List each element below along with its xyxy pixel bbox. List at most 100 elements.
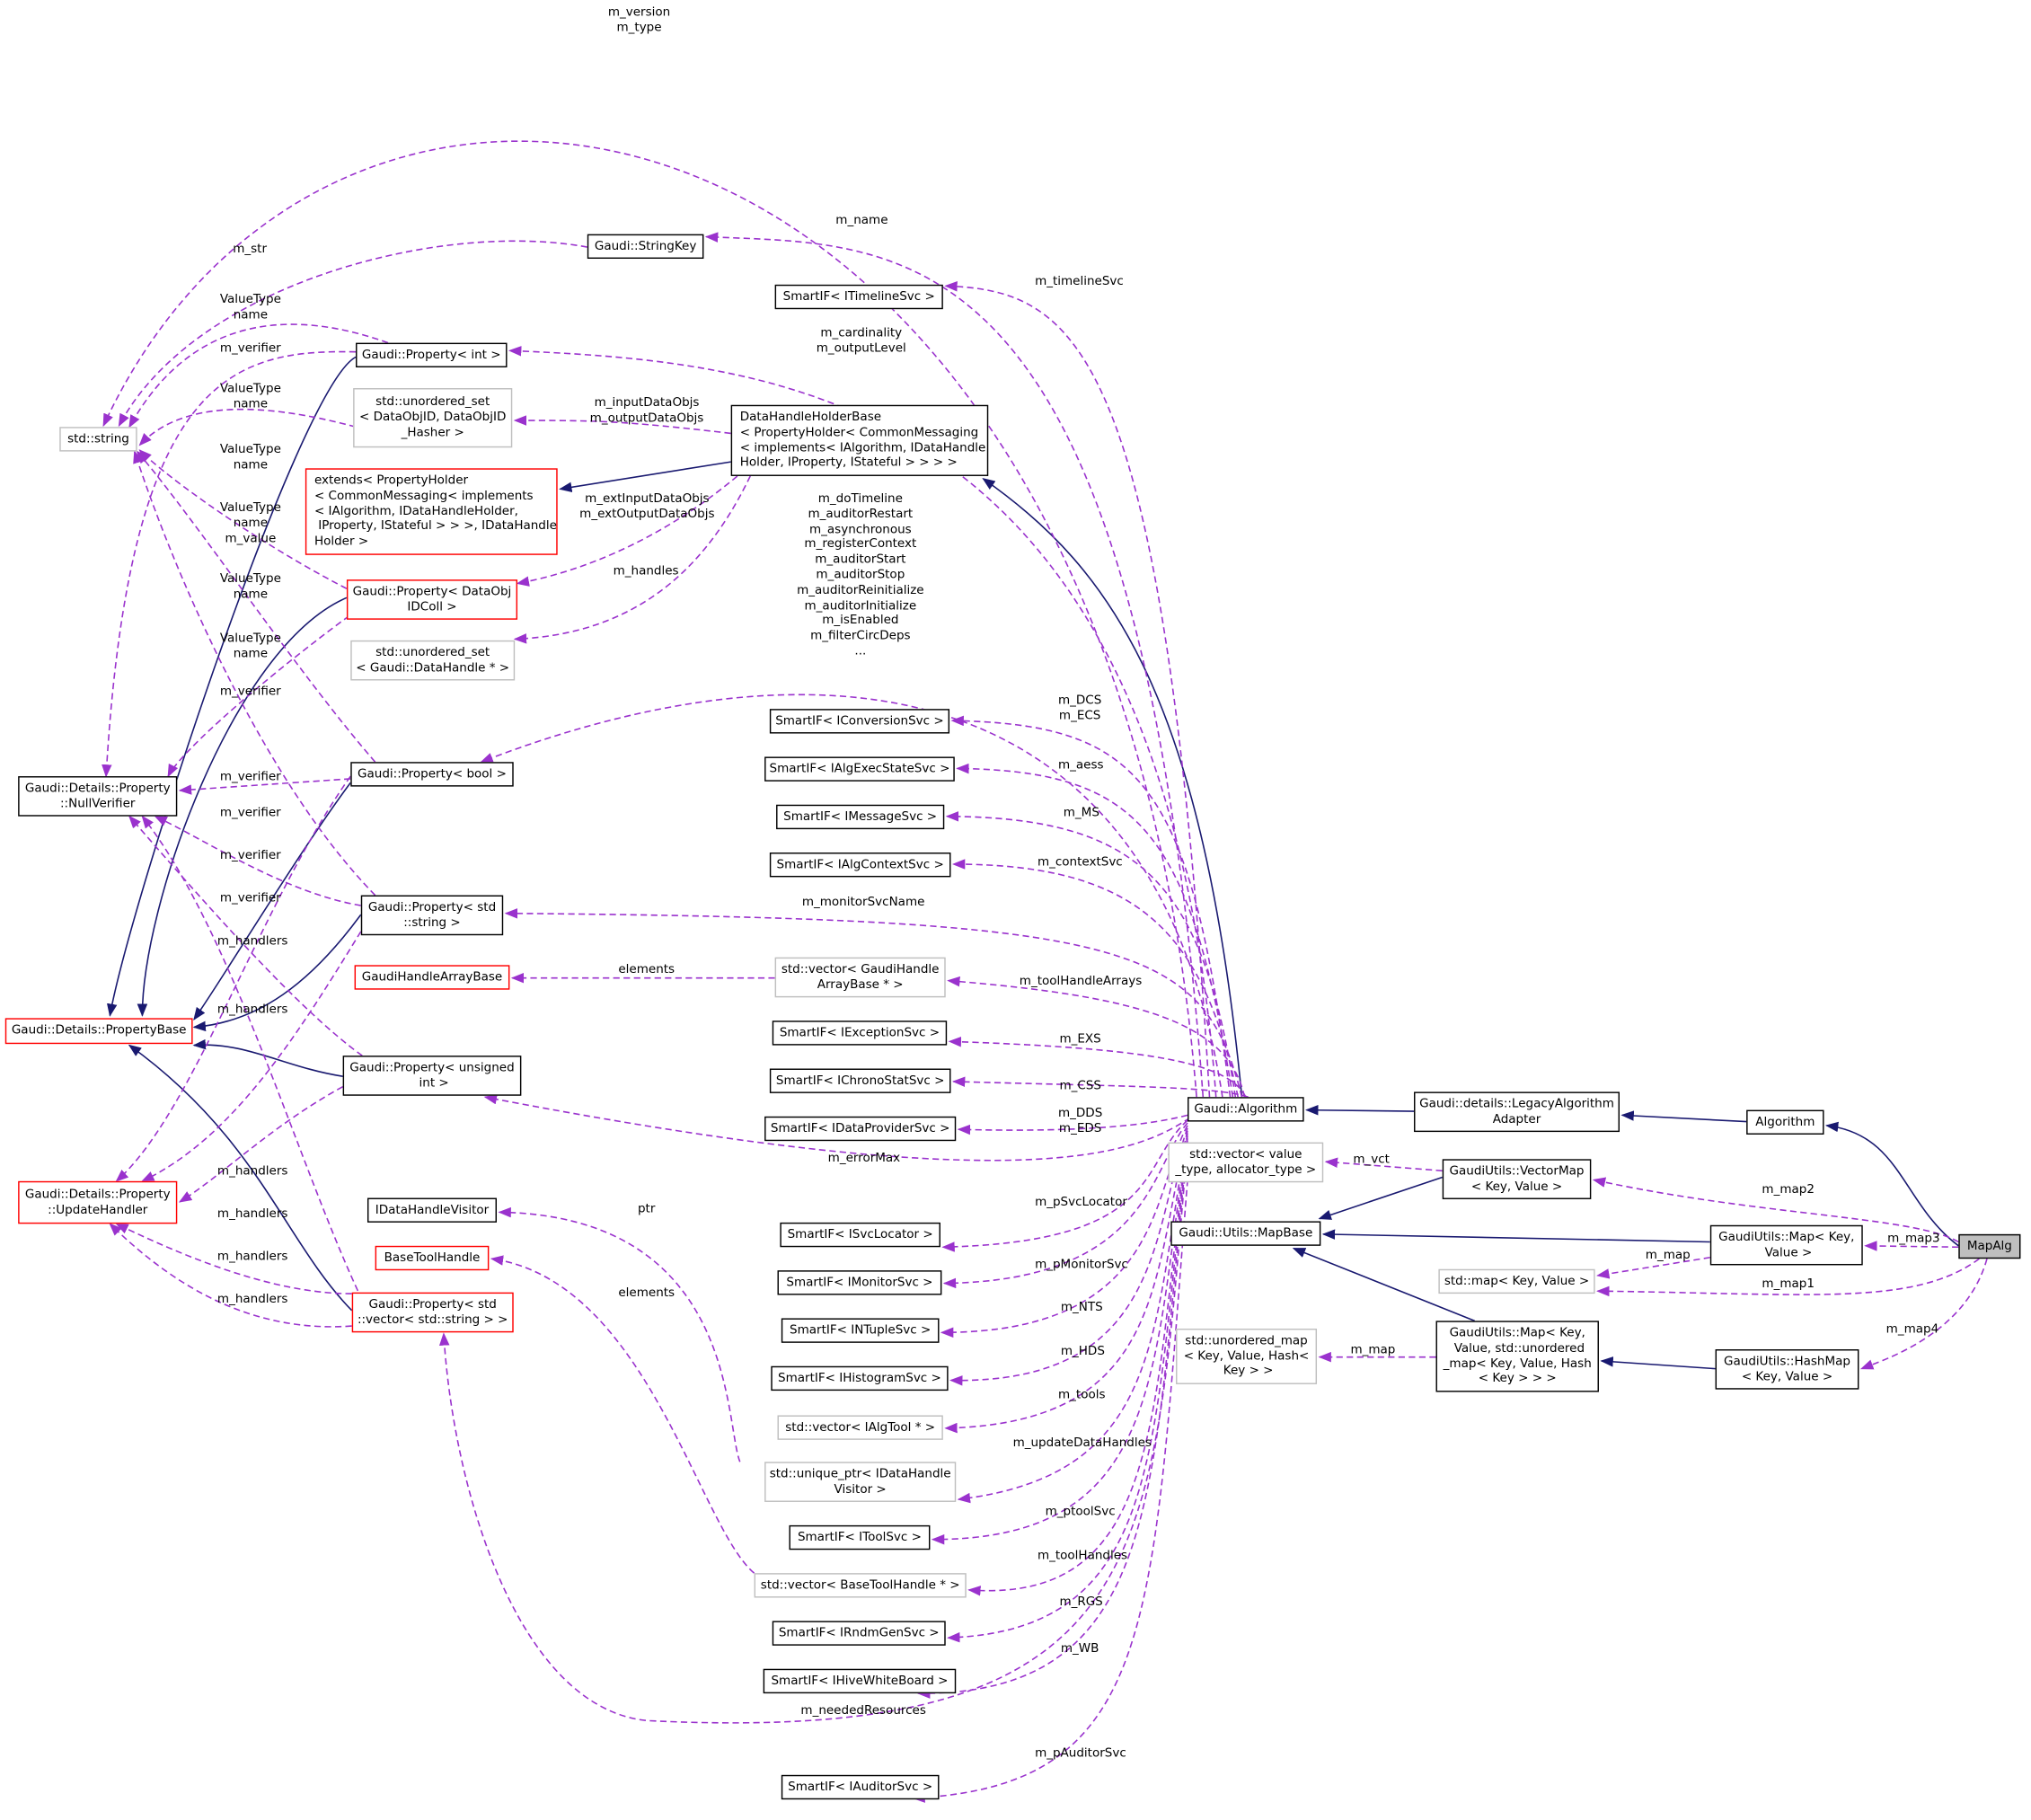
- node-propertybase[interactable]: Gaudi::Details::PropertyBase: [4, 1018, 193, 1045]
- edge-label: m_MS: [1063, 806, 1099, 821]
- node-vectormap[interactable]: GaudiUtils::VectorMap < Key, Value >: [1442, 1159, 1592, 1199]
- edge-label: m_toolHandles: [1037, 1548, 1128, 1563]
- node-smartif-message[interactable]: SmartIF< IMessageSvc >: [776, 804, 945, 830]
- node-legacy-adapter[interactable]: Gaudi::details::LegacyAlgorithm Adapter: [1414, 1091, 1620, 1133]
- member-edge-39: [1596, 1256, 1710, 1279]
- node-smartif-rndmgen[interactable]: SmartIF< IRndmGenSvc >: [772, 1621, 946, 1646]
- node-extends[interactable]: extends< PropertyHolder < CommonMessagin…: [305, 468, 558, 555]
- node-smartif-algexecstate[interactable]: SmartIF< IAlgExecStateSvc >: [764, 756, 955, 782]
- edge-label: m_map1: [1762, 1277, 1815, 1292]
- node-mapalg[interactable]: MapAlg: [1958, 1233, 2021, 1259]
- inheritance-edge-9: [106, 356, 357, 1017]
- node-std-map[interactable]: std::map< Key, Value >: [1438, 1268, 1595, 1294]
- inheritance-edge-4: [559, 461, 731, 493]
- edge-label: m_NTS: [1060, 1300, 1103, 1315]
- node-smartif-histogram[interactable]: SmartIF< IHistogramSvc >: [771, 1365, 949, 1392]
- node-gaudiutils-map[interactable]: GaudiUtils::Map< Key, Value >: [1709, 1224, 1863, 1266]
- member-edge-38: [1864, 1241, 1959, 1251]
- node-smartif-monitor[interactable]: SmartIF< IMonitorSvc >: [777, 1270, 942, 1295]
- node-algorithm[interactable]: Algorithm: [1746, 1109, 1824, 1135]
- node-basetoolhandle[interactable]: BaseToolHandle: [375, 1245, 490, 1271]
- edge-label: m_handlers: [216, 1292, 288, 1307]
- member-edge-29: [951, 1076, 1249, 1098]
- member-edge-18: [178, 778, 351, 795]
- node-unordered-set-dataobjid[interactable]: std::unordered_set < DataObjID, DataObjI…: [353, 388, 513, 448]
- member-edge-41: [490, 1255, 755, 1574]
- node-gaudi-algorithm[interactable]: Gaudi::Algorithm: [1188, 1097, 1304, 1122]
- edge-label: m_EXS: [1059, 1032, 1101, 1047]
- edge-label: m_toolHandleArrays: [1019, 974, 1143, 989]
- node-smartif-conversion[interactable]: SmartIF< IConversionSvc >: [769, 709, 950, 734]
- node-prop-int[interactable]: Gaudi::Property< int >: [356, 342, 508, 367]
- member-edge-0: [102, 140, 1197, 1098]
- edge-label: m_map4: [1885, 1321, 1939, 1337]
- node-prop-unsigned[interactable]: Gaudi::Property< unsigned int >: [342, 1056, 522, 1096]
- edge-label: ValueType name: [219, 292, 281, 322]
- node-updatehandler[interactable]: Gaudi::Details::Property ::UpdateHandler: [18, 1180, 178, 1224]
- node-smartif-dataprovider[interactable]: SmartIF< IDataProviderSvc >: [764, 1116, 957, 1142]
- member-edge-1: [118, 240, 587, 428]
- node-gaudihandlearraybase[interactable]: GaudiHandleArrayBase: [354, 965, 510, 990]
- node-unordered-map[interactable]: std::unordered_map < Key, Value, Hash< K…: [1176, 1328, 1318, 1384]
- inheritance-edge-10: [137, 596, 348, 1017]
- edge-label: m_monitorSvcName: [801, 895, 925, 910]
- edge-label: m_verifier: [219, 769, 281, 784]
- node-smartif-toolsvc[interactable]: SmartIF< IToolSvc >: [789, 1524, 931, 1551]
- node-vector-ialgtool[interactable]: std::vector< IAlgTool * >: [777, 1415, 943, 1440]
- node-datahandleholderbase[interactable]: DataHandleHolderBase < PropertyHolder< C…: [730, 404, 989, 476]
- member-edge-2: [704, 232, 1205, 1098]
- node-prop-bool[interactable]: Gaudi::Property< bool >: [350, 762, 514, 787]
- node-idatahandlevisitor[interactable]: IDataHandleVisitor: [366, 1197, 497, 1223]
- edge-label: m_name: [835, 213, 888, 228]
- node-stringkey[interactable]: Gaudi::StringKey: [587, 234, 704, 260]
- node-prop-vector-string[interactable]: Gaudi::Property< std ::vector< std::stri…: [351, 1292, 514, 1333]
- node-std-string[interactable]: std::string: [59, 427, 137, 452]
- member-edge-40: [115, 1223, 352, 1294]
- member-edge-23: [504, 908, 1243, 1098]
- node-smartif-svclocator[interactable]: SmartIF< ISvcLocator >: [780, 1222, 940, 1248]
- node-hashmap[interactable]: GaudiUtils::HashMap < Key, Value >: [1715, 1349, 1859, 1390]
- node-gaudiutils-map-unordered[interactable]: GaudiUtils::Map< Key, Value, std::unorde…: [1435, 1321, 1599, 1392]
- edge-label: m_cardinality m_outputLevel: [816, 325, 906, 356]
- edge-label: ValueType name: [219, 571, 281, 602]
- edge-label: m_WB: [1060, 1641, 1099, 1657]
- edge-label: m_ptoolSvc: [1045, 1504, 1116, 1519]
- edge-label: m_DCS m_ECS: [1058, 693, 1102, 723]
- member-edge-3: [944, 281, 1211, 1098]
- node-unique-ptr-visitor[interactable]: std::unique_ptr< IDataHandle Visitor >: [764, 1462, 957, 1502]
- node-vector-gaudihandlearraybase[interactable]: std::vector< GaudiHandle ArrayBase * >: [774, 957, 946, 998]
- node-smartif-chronostat[interactable]: SmartIF< IChronoStatSvc >: [769, 1068, 951, 1093]
- node-vector-basetoolhandle[interactable]: std::vector< BaseToolHandle * >: [754, 1573, 967, 1598]
- member-edge-10: [513, 475, 751, 644]
- edge-label: m_tools: [1058, 1388, 1106, 1403]
- node-vector-value[interactable]: std::vector< value _type, allocator_type…: [1168, 1142, 1324, 1183]
- edge-label: m_verifier: [219, 891, 281, 906]
- node-smartif-algcontext[interactable]: SmartIF< IAlgContextSvc >: [769, 853, 951, 878]
- edge-label: elements: [618, 1285, 676, 1301]
- member-edge-6: [102, 350, 357, 778]
- member-edge-13: [136, 450, 376, 763]
- node-smartif-exception[interactable]: SmartIF< IExceptionSvc >: [772, 1020, 948, 1046]
- edge-label: m_HDS: [1060, 1344, 1105, 1359]
- node-smartif-auditor[interactable]: SmartIF< IAuditorSvc >: [781, 1774, 940, 1800]
- edge-label: m_handlers: [216, 933, 288, 949]
- edge-label: m_DDS m_EDS: [1058, 1106, 1103, 1136]
- inheritance-edge-2: [1305, 1105, 1415, 1116]
- member-edge-17: [956, 763, 1234, 1098]
- inheritance-edge-11: [193, 782, 351, 1020]
- node-unordered-set-datahandle[interactable]: std::unordered_set < Gaudi::DataHandle *…: [350, 640, 516, 681]
- node-nullverifier[interactable]: Gaudi::Details::Property ::NullVerifier: [18, 776, 178, 817]
- member-edge-47: [1859, 1259, 1988, 1370]
- member-edge-44: [109, 1223, 352, 1328]
- node-mapbase[interactable]: Gaudi::Utils::MapBase: [1170, 1221, 1321, 1246]
- node-smartif-ntuple[interactable]: SmartIF< INTupleSvc >: [781, 1318, 940, 1343]
- node-smartif-hivewhiteboard[interactable]: SmartIF< IHiveWhiteBoard >: [763, 1668, 957, 1694]
- node-prop-stdstring[interactable]: Gaudi::Property< std ::string >: [360, 895, 504, 936]
- edge-label: m_handles: [613, 563, 679, 579]
- node-prop-dataobjidcoll[interactable]: Gaudi::Property< DataObj IDColl >: [346, 579, 518, 620]
- node-smartif-timeline[interactable]: SmartIF< ITimelineSvc >: [774, 284, 943, 310]
- member-edge-48: [949, 1127, 1188, 1386]
- edge-label: m_version m_type: [607, 4, 671, 35]
- edge-label: m_map: [1350, 1342, 1396, 1357]
